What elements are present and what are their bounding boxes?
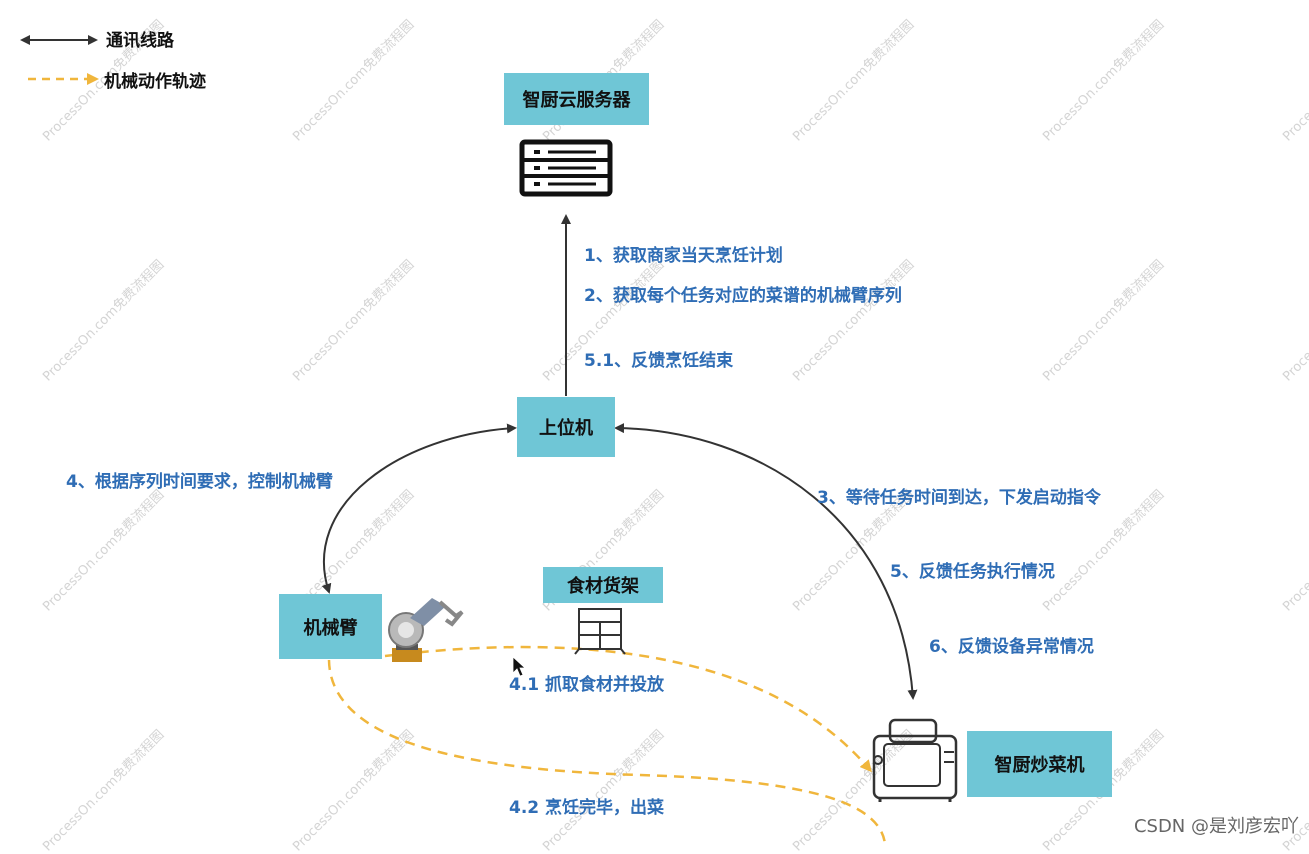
node-cloud-server: 智厨云服务器 <box>504 73 649 125</box>
arm-path-serve <box>327 659 887 844</box>
legend-comm-label: 通讯线路 <box>106 31 174 51</box>
robot-arm-icon <box>388 598 464 662</box>
node-cooker: 智厨炒菜机 <box>967 731 1112 797</box>
edge-label-3: 3、等待任务时间到达，下发启动指令 <box>817 488 1101 508</box>
node-shelf: 食材货架 <box>543 567 663 603</box>
arm-path-grab <box>384 645 872 773</box>
cooking-machine-icon <box>872 718 958 802</box>
node-host: 上位机 <box>517 397 615 457</box>
edge-label-5: 5、反馈任务执行情况 <box>890 562 1055 582</box>
edge-label-2: 2、获取每个任务对应的菜谱的机械臂序列 <box>584 286 902 306</box>
legend-arm-path-label: 机械动作轨迹 <box>104 72 206 92</box>
edge-host-cooker <box>614 423 918 700</box>
shelf-icon <box>574 608 626 655</box>
edge-label-4-2: 4.2 烹饪完毕，出菜 <box>509 798 665 818</box>
edge-label-6: 6、反馈设备异常情况 <box>929 637 1094 657</box>
edge-label-5-1: 5.1、反馈烹饪结束 <box>584 351 734 371</box>
cursor-icon <box>512 656 527 677</box>
edge-host-arm <box>321 423 517 594</box>
edge-label-1: 1、获取商家当天烹饪计划 <box>584 246 783 266</box>
credit-text: CSDN @是刘彦宏吖 <box>1133 816 1299 837</box>
node-arm: 机械臂 <box>279 594 382 659</box>
edge-label-4: 4、根据序列时间要求，控制机械臂 <box>66 472 333 492</box>
server-icon <box>519 139 613 197</box>
edge-label-4-1: 4.1 抓取食材并投放 <box>509 675 665 695</box>
